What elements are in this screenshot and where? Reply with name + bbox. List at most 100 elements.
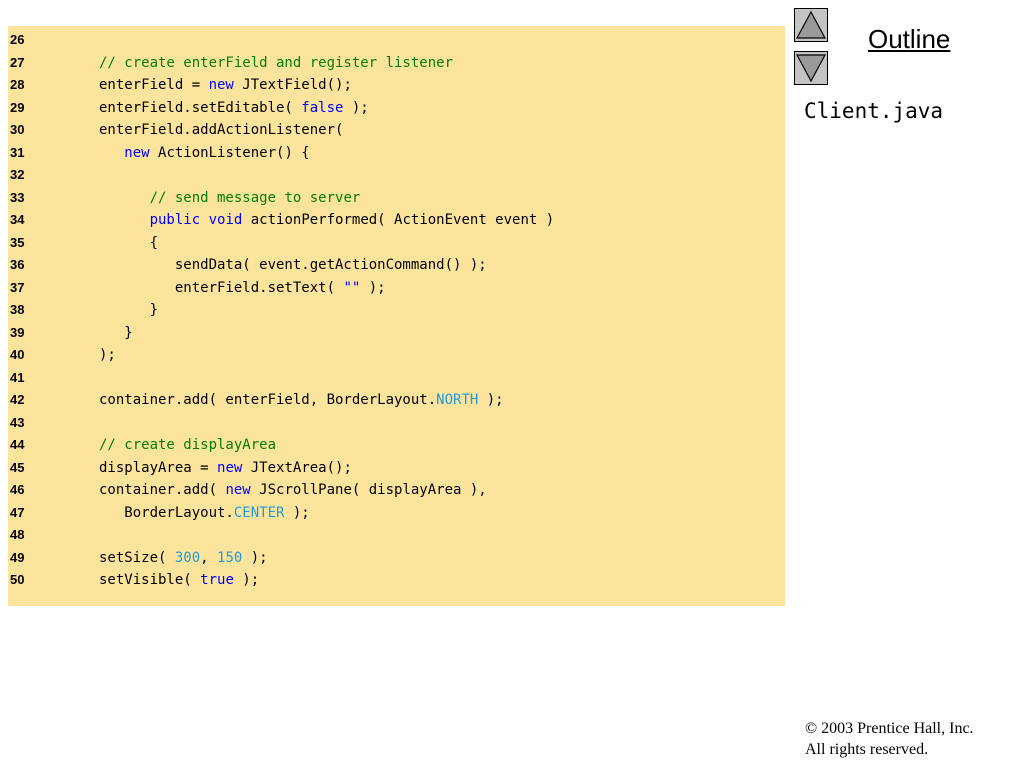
line-code: }	[99, 322, 133, 345]
code-token-plain: setSize(	[99, 549, 175, 566]
next-slide-button[interactable]	[794, 51, 828, 85]
code-line: 33 // send message to server	[8, 187, 785, 210]
line-number: 31	[10, 144, 25, 160]
line-code: enterField.addActionListener(	[99, 119, 343, 142]
line-number: 26	[10, 32, 25, 47]
line-code: enterField.setText( "" );	[99, 277, 386, 300]
line-code: new ActionListener() {	[99, 142, 309, 165]
code-token-plain: );	[360, 279, 386, 296]
code-token-plain: container.add(	[99, 482, 226, 498]
code-token-literal: ""	[343, 279, 361, 296]
code-token-plain	[200, 212, 208, 228]
code-line: 44 // create displayArea	[8, 434, 785, 457]
line-number: 34	[10, 212, 25, 227]
code-token-plain: enterField.setEditable(	[99, 99, 302, 116]
code-token-plain: );	[478, 392, 504, 408]
line-code: );	[99, 344, 116, 367]
line-number: 49	[10, 549, 25, 565]
code-token-plain: container.add( enterField, BorderLayout.	[99, 392, 437, 408]
code-token-plain: actionPerformed( ActionEvent event )	[242, 212, 555, 228]
code-line: 43	[8, 412, 785, 435]
code-line: 49 setSize( 300, 150 );	[8, 547, 785, 570]
code-line: 47 BorderLayout.CENTER );	[8, 502, 785, 525]
code-token-constant: 300	[174, 549, 201, 566]
line-number: 39	[10, 324, 25, 340]
outline-link[interactable]: Outline	[868, 24, 951, 54]
code-token-plain	[99, 212, 150, 228]
line-code: container.add( enterField, BorderLayout.…	[99, 389, 504, 412]
code-line: 30 enterField.addActionListener(	[8, 119, 785, 142]
line-number: 36	[10, 257, 25, 272]
code-line: 48	[8, 524, 785, 547]
line-code: enterField.setEditable( false );	[99, 97, 369, 120]
code-token-keyword: false	[301, 99, 344, 116]
previous-slide-button[interactable]	[794, 8, 828, 42]
line-number: 27	[10, 54, 25, 70]
code-line: 45 displayArea = new JTextArea();	[8, 457, 785, 480]
code-token-plain: }	[99, 324, 133, 341]
line-number: 44	[10, 437, 25, 452]
line-number: 40	[10, 347, 25, 362]
line-code: public void actionPerformed( ActionEvent…	[99, 209, 555, 232]
line-number: 38	[10, 302, 25, 317]
line-code: displayArea = new JTextArea();	[99, 457, 352, 480]
code-token-plain: setVisible(	[99, 572, 201, 588]
code-token-plain	[99, 190, 150, 206]
code-token-comment: // create enterField and register listen…	[99, 54, 454, 71]
line-code: // create displayArea	[99, 434, 276, 457]
line-code: BorderLayout.CENTER );	[99, 502, 310, 525]
code-token-plain: BorderLayout.	[99, 504, 234, 521]
copyright-line-2: All rights reserved.	[805, 741, 929, 758]
code-token-constant: CENTER	[233, 504, 285, 521]
line-number: 50	[10, 572, 25, 587]
code-token-plain: enterField =	[99, 77, 209, 93]
code-line: 40);	[8, 344, 785, 367]
code-token-plain: displayArea =	[99, 459, 218, 476]
triangle-down-icon	[795, 54, 827, 83]
code-token-keyword: new	[217, 459, 243, 476]
code-token-plain: enterField.addActionListener(	[99, 122, 344, 138]
code-line: 42 container.add( enterField, BorderLayou…	[8, 389, 785, 412]
line-code: setSize( 300, 150 );	[99, 547, 268, 570]
code-token-comment: // send message to server	[149, 189, 361, 206]
code-line: 26	[8, 29, 785, 52]
line-code: container.add( new JScrollPane( displayA…	[99, 479, 487, 502]
line-number: 47	[10, 504, 25, 520]
code-token-plain: );	[343, 99, 369, 116]
code-token-plain: enterField.setText(	[99, 279, 344, 296]
code-token-keyword: new	[124, 144, 150, 161]
line-code: setVisible( true );	[99, 569, 259, 592]
code-token-plain: JTextField();	[233, 77, 352, 93]
line-code: // send message to server	[99, 187, 361, 210]
copyright-notice: © 2003 Prentice Hall, Inc. All rights re…	[805, 718, 974, 760]
code-token-keyword: void	[208, 212, 243, 228]
line-code: // create enterField and register listen…	[99, 52, 453, 75]
code-token-plain: ,	[200, 549, 218, 566]
code-token-plain: sendData( event.getActionCommand() );	[99, 257, 487, 273]
code-line: 32	[8, 164, 785, 187]
code-token-plain: );	[284, 504, 310, 521]
line-number: 33	[10, 189, 25, 205]
line-number: 45	[10, 459, 25, 475]
code-listing-panel: 26 27 // create enterField and register li…	[8, 26, 785, 606]
code-line: 50 setVisible( true );	[8, 569, 785, 592]
code-line: 37 enterField.setText( "" );	[8, 277, 785, 300]
line-number: 35	[10, 234, 25, 250]
code-line: 31 new ActionListener() {	[8, 142, 785, 165]
code-line: 38 }	[8, 299, 785, 322]
copyright-line-1: © 2003 Prentice Hall, Inc.	[805, 720, 974, 737]
file-name-label: Client.java	[804, 99, 944, 123]
code-line: 29 enterField.setEditable( false );	[8, 97, 785, 120]
code-token-plain: );	[233, 572, 260, 588]
line-number: 29	[10, 99, 25, 115]
line-code: }	[99, 299, 158, 322]
code-token-keyword: new	[208, 77, 234, 93]
code-token-plain: JTextArea();	[242, 459, 352, 476]
line-number: 41	[10, 369, 25, 385]
line-number: 30	[10, 122, 25, 137]
triangle-up-icon	[795, 10, 827, 39]
line-number: 42	[10, 392, 25, 407]
line-number: 43	[10, 414, 25, 430]
